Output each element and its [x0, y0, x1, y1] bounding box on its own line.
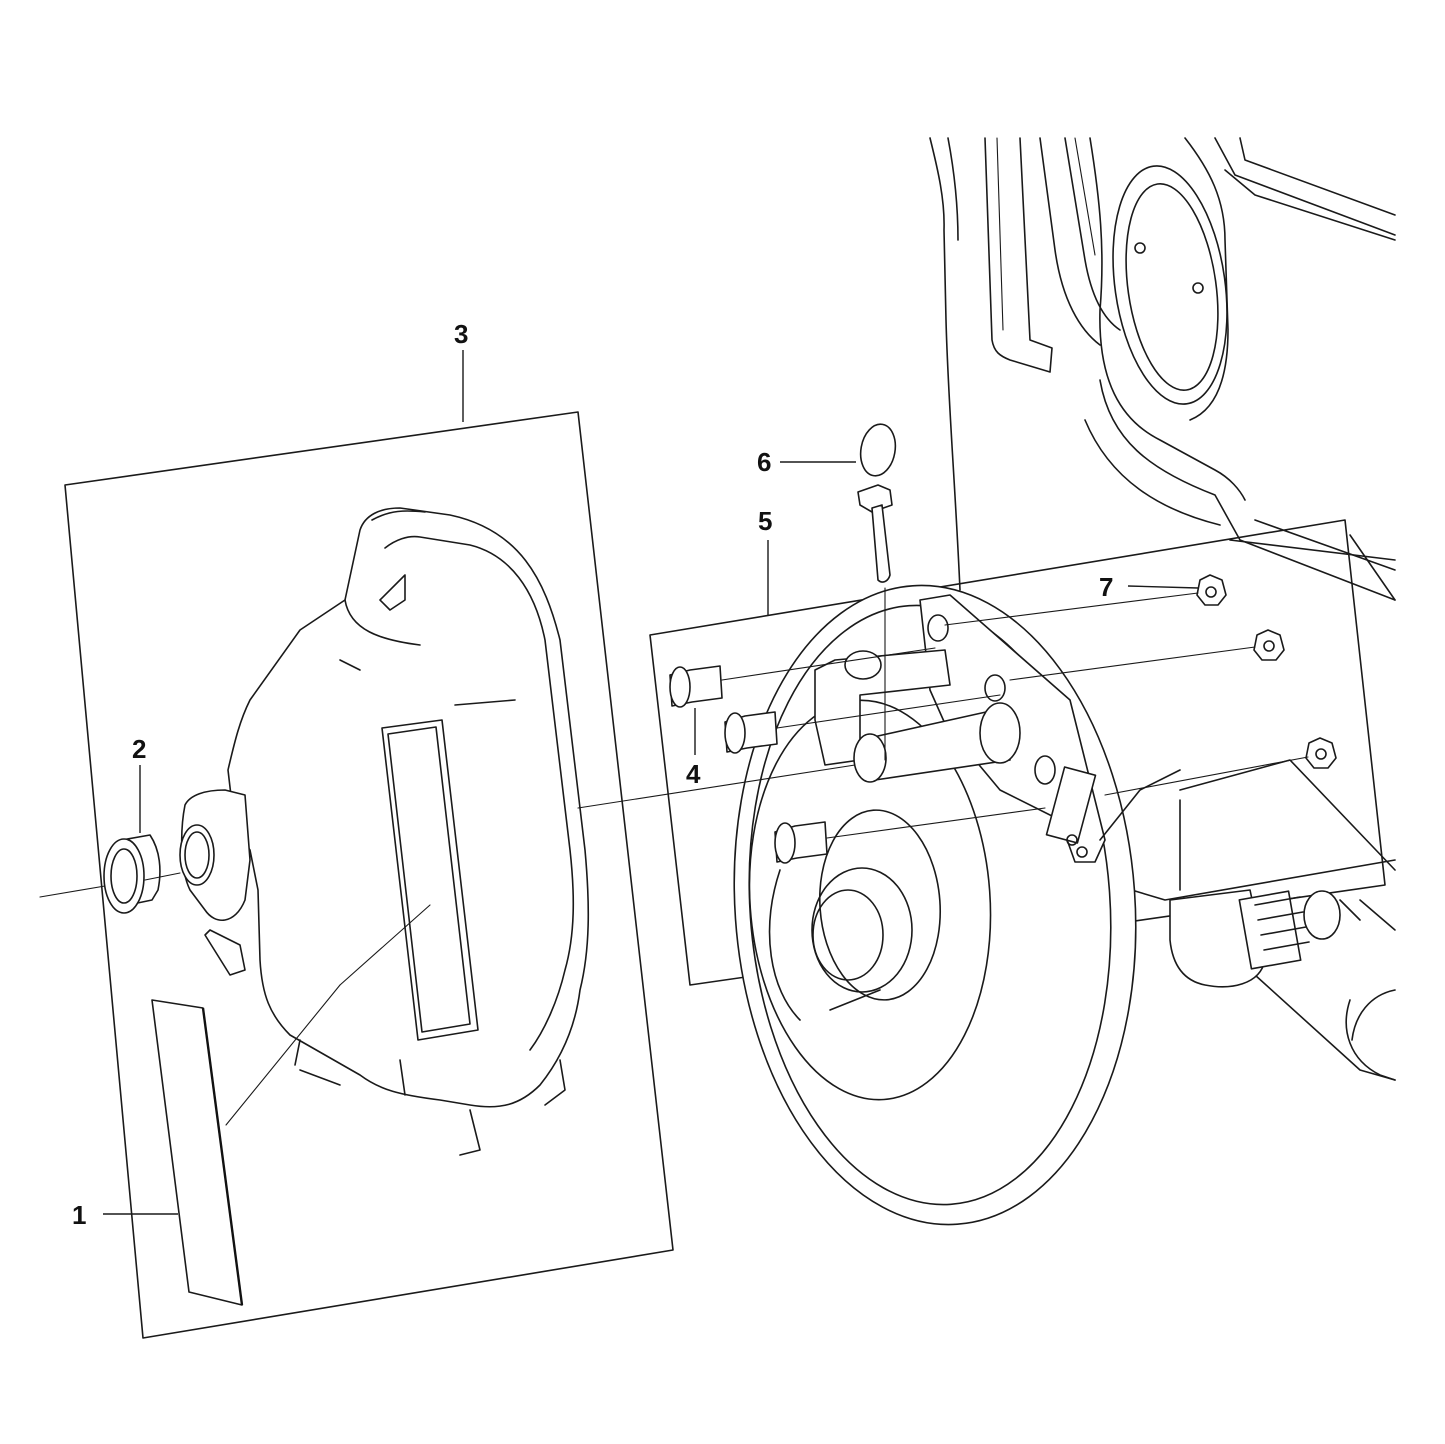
nuts-7 — [1196, 574, 1337, 769]
callout-4: 4 — [686, 759, 701, 789]
callout-5: 5 — [758, 506, 772, 536]
lock-pin-6 — [857, 423, 897, 583]
lower-fitting — [1169, 889, 1361, 988]
decal-1 — [151, 999, 244, 1306]
axle-bracket — [814, 594, 1181, 863]
subassembly-frame-5 — [649, 519, 1386, 986]
callout-3: 3 — [454, 319, 468, 349]
subassembly-frame-3 — [64, 411, 674, 1339]
bushing-2 — [103, 834, 161, 914]
assembly-lines — [39, 587, 1309, 1126]
callout-6: 6 — [757, 447, 771, 477]
callout-7: 7 — [1099, 572, 1113, 602]
callout-1: 1 — [72, 1200, 86, 1230]
machine-body — [929, 137, 1396, 1081]
leader-7 — [1127, 585, 1199, 589]
callout-2: 2 — [132, 734, 146, 764]
screws-4 — [669, 665, 828, 864]
callouts: 1 2 3 4 5 6 7 — [72, 319, 1113, 1230]
handle-cover — [179, 507, 590, 1156]
leader-lines — [103, 350, 1199, 1215]
